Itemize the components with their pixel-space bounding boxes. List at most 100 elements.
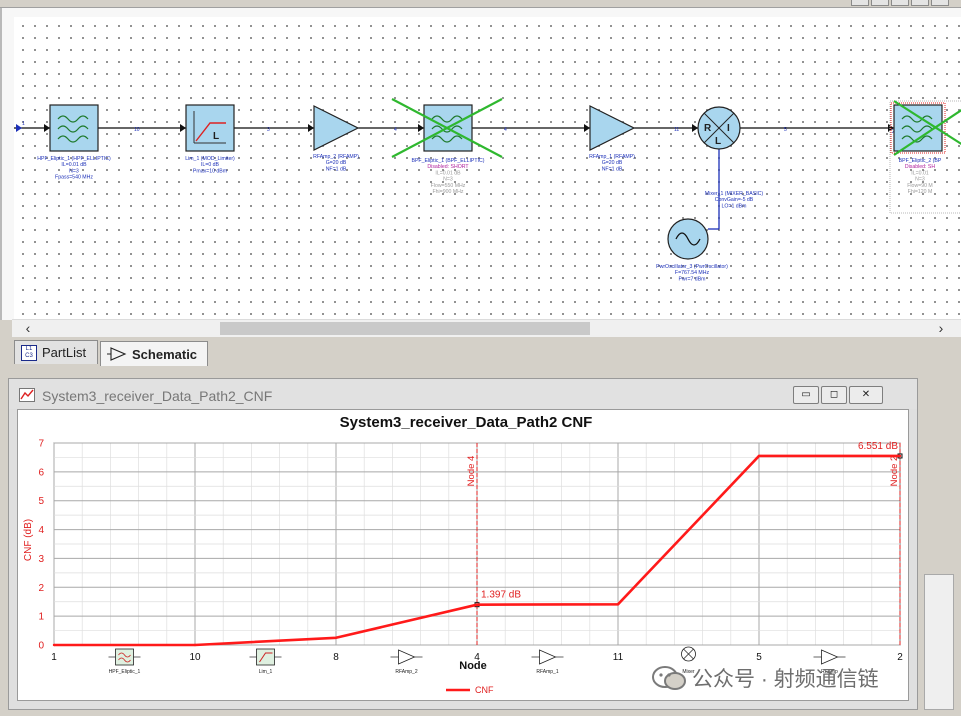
component-labels: HPF_Eliptic_1 (HPF_ELLIPTIC)IL=0.01 dBN=… <box>37 154 942 282</box>
component-parameter: N=3 <box>69 168 79 174</box>
component-parameter: BPF_Eliptic_2 (BP <box>899 158 942 164</box>
component-parameter: HPF_Eliptic_1 (HPF_ELLIPTIC) <box>37 156 111 162</box>
limiter-icon: Lim_1 <box>249 648 282 675</box>
node-number: 11 <box>674 127 679 133</box>
component-icon-label: HPF_Eliptic_1 <box>109 669 141 675</box>
x-axis-label: Node <box>459 660 487 672</box>
component-parameter: NF=1 dB <box>326 166 347 172</box>
component-parameter: RFAmp_1 (RFAMP) <box>589 154 635 160</box>
marker-readout: 6.551 dB <box>858 441 898 452</box>
filter-icon <box>431 115 463 143</box>
bpf2-component[interactable] <box>889 100 961 214</box>
component-parameter: RFAmp_2 (RFAMP) <box>313 154 359 160</box>
amplifier-icon: RFAmp <box>813 649 846 675</box>
node-number: 3 <box>267 127 270 133</box>
schematic-icon <box>107 347 127 361</box>
oscillator-component[interactable] <box>667 218 719 260</box>
x-tick-label: 4 <box>474 652 480 663</box>
schematic-frame: 1 10 3 4 4 11 5 2 <box>0 8 961 327</box>
y-tick-label: 3 <box>38 554 44 565</box>
toolbar-button[interactable] <box>891 0 909 6</box>
tab-schematic[interactable]: Schematic <box>100 341 208 366</box>
mixer-port-i: I <box>727 123 730 134</box>
tab-partlist[interactable]: L1 C3 PartList <box>14 340 98 364</box>
scrollbar-thumb[interactable] <box>220 322 590 335</box>
bpf1-component[interactable] <box>391 98 503 158</box>
mixer-port-r: R <box>704 123 712 134</box>
component-parameter: Fhi=900 MHz <box>433 189 464 195</box>
node-number: 4 <box>504 127 507 133</box>
close-button[interactable]: ✕ <box>849 386 883 404</box>
legend-label: CNF <box>475 685 494 695</box>
x-tick-label: 10 <box>189 652 201 663</box>
rfamp1-component[interactable] <box>589 105 636 151</box>
x-tick-label: 1 <box>51 652 57 663</box>
component-parameter: Mixer_1 (MIXER_BASIC) <box>705 191 764 197</box>
filter-icon <box>901 115 933 143</box>
limiter-component[interactable]: L <box>185 104 235 152</box>
node-number: 5 <box>784 127 787 133</box>
hpf-label: HPF_Eliptic_1 (HPF_ELLIPTIC)IL=0.01 dBN=… <box>37 156 111 181</box>
scroll-left-icon[interactable]: ‹ <box>25 320 31 336</box>
toolbar-button[interactable] <box>851 0 869 6</box>
series-point <box>898 454 902 458</box>
filter-icon <box>57 115 89 143</box>
component-parameter: N=3 <box>443 177 453 183</box>
component-parameter: Disabled: SH <box>905 164 936 170</box>
tab-bar: L1 C3 PartList Schematic <box>12 337 961 370</box>
component-parameter: Pwr=7 dBm <box>679 276 706 282</box>
component-icon-label: RFAmp <box>821 669 838 675</box>
scroll-right-icon[interactable]: › <box>938 320 944 336</box>
component-parameter: G=20 dB <box>326 160 347 166</box>
right-side-panel <box>918 378 961 716</box>
right-panel-box <box>924 574 954 710</box>
amplifier-icon: RFAmp_2 <box>390 649 423 675</box>
x-tick-label: 2 <box>897 652 903 663</box>
marker-readout: 1.397 dB <box>481 590 521 601</box>
legend: CNF <box>446 685 494 695</box>
component-parameter: F=767.54 MHz <box>675 270 710 276</box>
y-tick-label: 1 <box>38 612 44 623</box>
y-axis-label: CNF (dB) <box>23 519 34 561</box>
rfamp2-component[interactable] <box>313 105 360 151</box>
wires <box>14 127 894 229</box>
mixer-component[interactable]: R I L <box>697 106 741 150</box>
toolbar-button[interactable] <box>871 0 889 6</box>
graph-titlebar[interactable]: System3_receiver_Data_Path2_CNF ▭ ◻ ✕ <box>9 379 917 409</box>
schematic-drawing: 1 10 3 4 4 11 5 2 <box>14 98 961 282</box>
mixer-label: Mixer_1 (MIXER_BASIC)ConvGain=-5 dBLO=1 … <box>705 191 764 209</box>
mixer-port-l: L <box>715 136 721 147</box>
toolbar-button[interactable] <box>931 0 949 6</box>
chart-title: System3_receiver_Data_Path2 CNF <box>340 414 593 431</box>
component-parameter: BPF_Eliptic_1 (BPF_ELLIPTIC) <box>412 158 485 164</box>
x-tick-label: 8 <box>333 652 339 663</box>
y-tick-label: 0 <box>38 641 44 652</box>
chart-series <box>52 454 902 647</box>
toolbar-button[interactable] <box>911 0 929 6</box>
component-parameter: NF=1 dB <box>602 166 623 172</box>
component-parameter: IL=0 dB <box>201 162 220 168</box>
disabled-cross-icon <box>893 100 961 156</box>
component-parameter: ConvGain=-5 dB <box>715 197 754 203</box>
sine-wave-icon <box>675 232 701 246</box>
x-tick-label: 5 <box>756 652 762 663</box>
minimize-button[interactable]: ▭ <box>793 386 819 404</box>
schematic-canvas[interactable]: 1 10 3 4 4 11 5 2 <box>14 17 961 327</box>
hpf-component[interactable] <box>49 104 99 152</box>
marker-label: Node 4 <box>466 456 477 487</box>
component-icon-label: RFAmp_2 <box>395 669 417 675</box>
component-parameter: Flow=90 M <box>907 183 933 189</box>
horizontal-scrollbar[interactable]: ‹ › <box>12 319 961 337</box>
series-point <box>475 603 479 606</box>
series-point <box>334 636 338 639</box>
node-number: 1 <box>22 121 25 127</box>
schematic-top-edge <box>0 0 961 8</box>
restore-button[interactable]: ◻ <box>821 386 847 404</box>
